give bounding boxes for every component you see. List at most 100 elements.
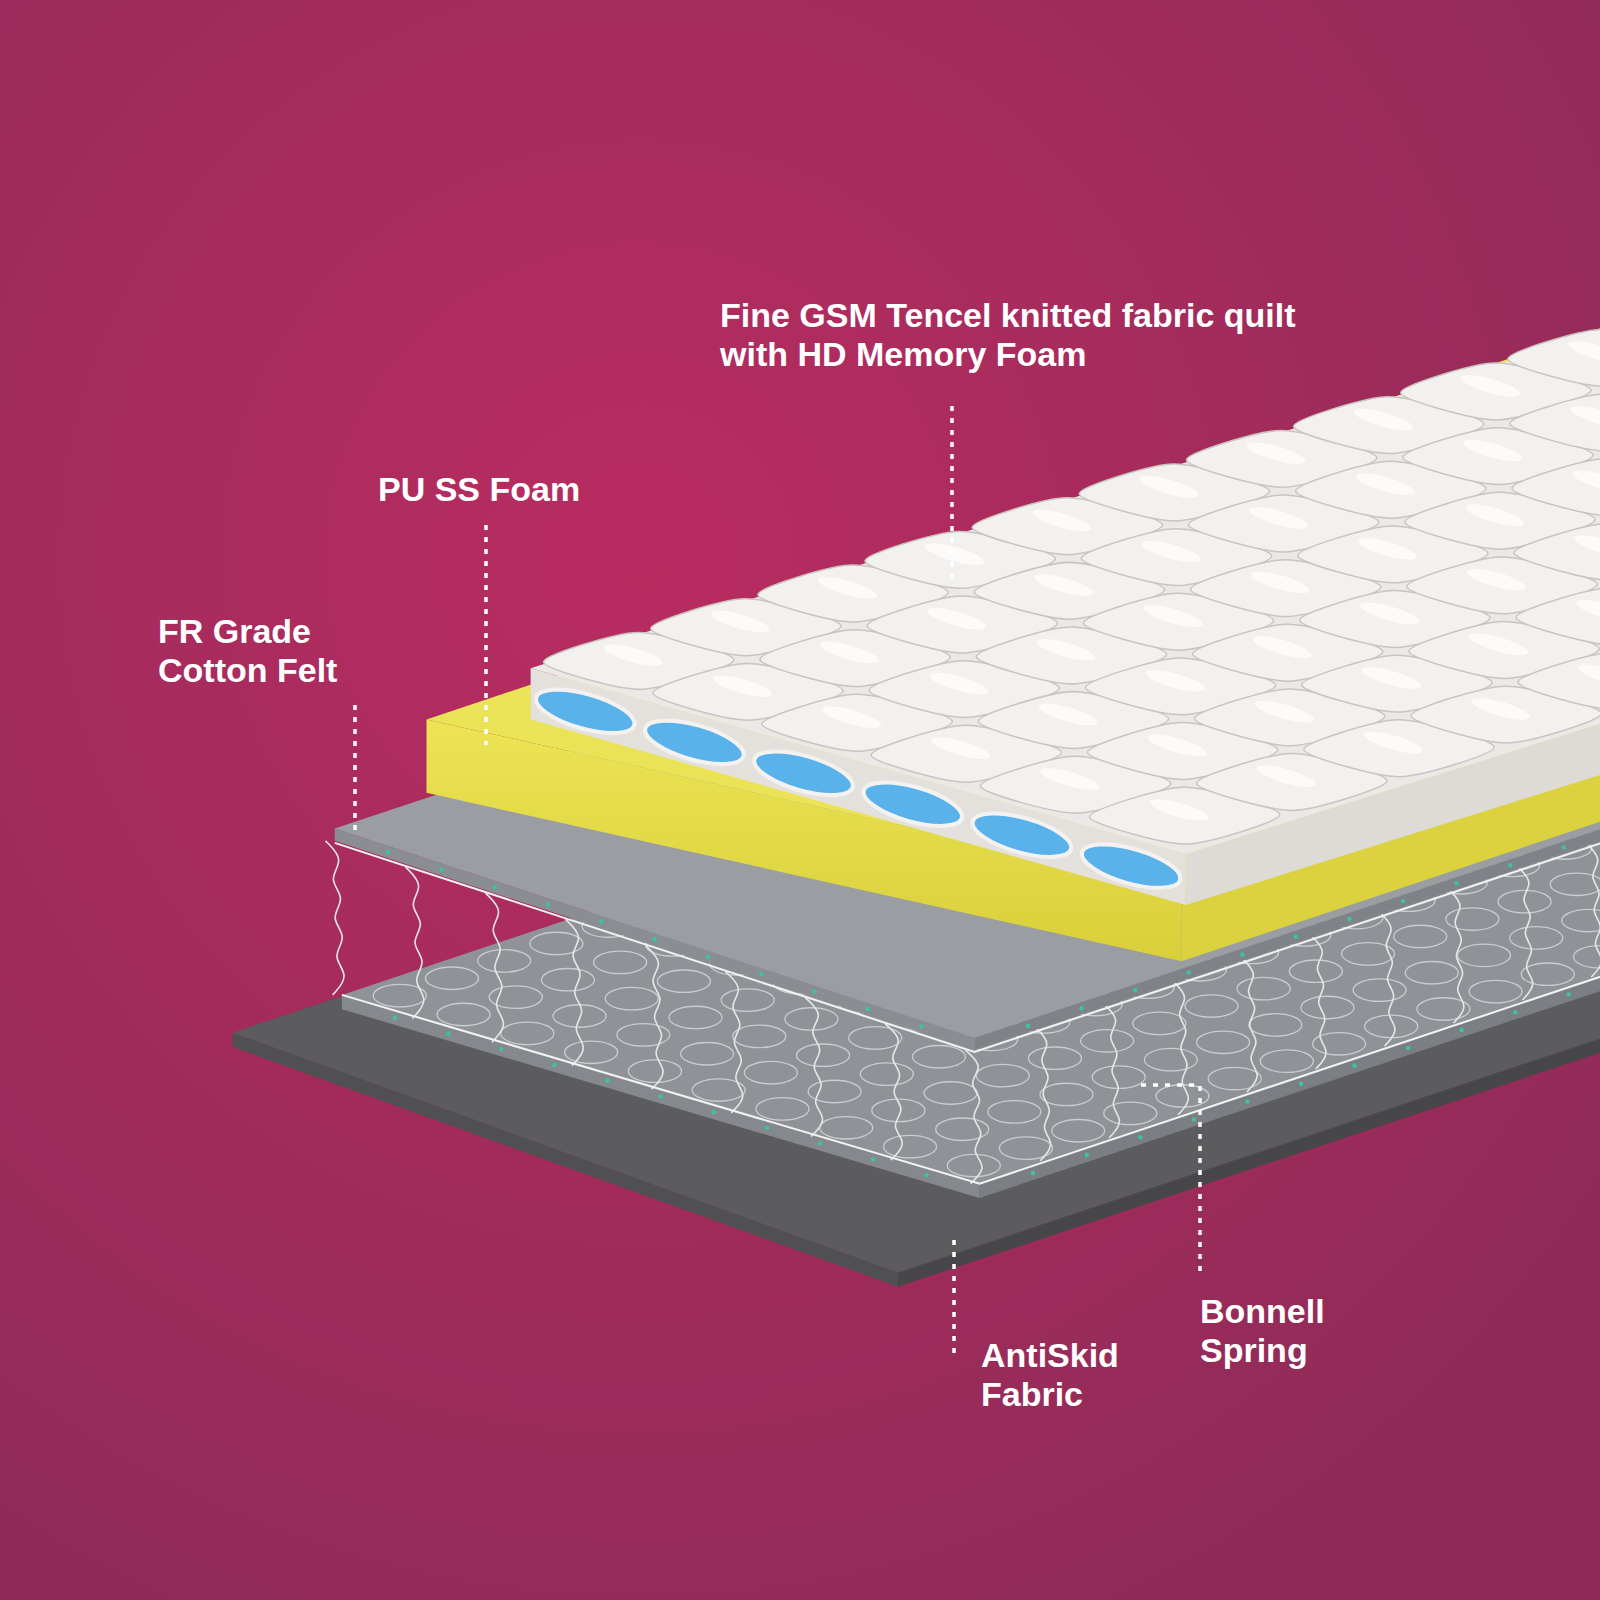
pillow-highlight: [816, 573, 879, 603]
stitch-dot: [1508, 863, 1512, 867]
stitch-dot: [924, 1173, 928, 1177]
spring-wire: [1380, 912, 1395, 1046]
spring-coil: [425, 967, 478, 989]
stitch-dot: [765, 1126, 769, 1130]
stitch-dot: [1026, 1024, 1030, 1028]
mattress-illustration: [233, 195, 1600, 1287]
stitch-dot: [1347, 917, 1351, 921]
pillow-highlight: [1459, 371, 1522, 401]
spring-coil: [1446, 908, 1499, 930]
pillow-highlight: [929, 733, 992, 763]
spring-coil: [530, 932, 583, 954]
spring-coil: [820, 1117, 873, 1139]
spring-coil: [744, 1061, 797, 1083]
stitch-dot: [1031, 1171, 1035, 1175]
memory-foam-core: [750, 743, 858, 804]
stitch-dot: [652, 937, 656, 941]
spring-coil: [947, 1154, 1000, 1176]
stitch-dot: [599, 920, 603, 924]
stitch-dot: [1513, 1010, 1517, 1014]
stitch-dot: [706, 954, 710, 958]
stitch-dot: [1406, 1046, 1410, 1050]
stitch-dot: [1245, 1099, 1249, 1103]
spring-coil: [1510, 927, 1563, 949]
spring-coil: [1197, 1031, 1250, 1053]
stitch-dot: [1562, 845, 1566, 849]
spring-wire: [1242, 958, 1257, 1092]
spring-coil: [1185, 995, 1238, 1017]
pillow-highlight: [923, 539, 986, 569]
stitch-dot: [1079, 1006, 1083, 1010]
spring-wire: [485, 893, 503, 1042]
pillow-highlight: [1576, 660, 1600, 690]
part-label: FR Grade Cotton Felt: [158, 612, 373, 690]
pillow-highlight: [1352, 404, 1415, 434]
memory-foam-core: [968, 805, 1076, 866]
side-face: [1182, 378, 1600, 962]
pillow-highlight: [1362, 727, 1425, 757]
spring-coil: [1133, 1012, 1186, 1034]
spring-coil: [1289, 960, 1342, 982]
spring-coil: [565, 1041, 618, 1063]
spring-coil: [1028, 1047, 1081, 1069]
pu-foam: [427, 209, 1600, 961]
stitch-dot: [1454, 881, 1458, 885]
pillow-highlight: [1033, 570, 1096, 600]
spring-wire: [645, 945, 663, 1089]
pillow-highlight: [1356, 534, 1419, 564]
stitch-dot: [599, 920, 603, 924]
spring-coil: [988, 1101, 1041, 1123]
pillow-highlight: [1146, 730, 1209, 760]
stitch-dot: [386, 850, 390, 854]
stitch-dot: [712, 1110, 716, 1114]
stitch-dot: [1138, 1135, 1142, 1139]
stitch-dot: [759, 972, 763, 976]
pillow-highlight: [818, 637, 881, 667]
pillow-highlight: [1037, 699, 1100, 729]
stitch-dot: [812, 989, 816, 993]
spring-coil: [849, 1027, 902, 1049]
spring-coil: [594, 951, 647, 973]
spring-coil: [860, 1063, 913, 1085]
pillow-highlight: [1568, 402, 1600, 432]
leader-line: [1141, 1085, 1200, 1272]
pillow-highlight: [1467, 629, 1530, 659]
spring-coil: [976, 1064, 1029, 1086]
spring-coil: [501, 1022, 554, 1044]
quilt-layer: [531, 195, 1600, 905]
pillow-highlight: [1463, 500, 1526, 530]
spring-coil: [437, 1003, 490, 1025]
stitch-dot: [1459, 1028, 1463, 1032]
stitch-dot: [492, 885, 496, 889]
stitch-dot: [393, 1016, 397, 1020]
stitch-dot: [1401, 899, 1405, 903]
spring-coil: [1353, 979, 1406, 1001]
spring-coil: [1237, 977, 1290, 999]
front-face: [531, 668, 1186, 905]
pillow-highlight: [1255, 761, 1318, 791]
pillow-highlight: [711, 671, 774, 701]
quilt-pillow: [1518, 653, 1600, 710]
pillow-highlight: [1138, 472, 1201, 502]
stitch-dot: [866, 1007, 870, 1011]
pillow-highlight: [1570, 466, 1600, 496]
spring-coil: [478, 950, 531, 972]
stitch-dot: [1133, 988, 1137, 992]
spring-coil: [1052, 1120, 1105, 1142]
pillow-highlight: [1574, 595, 1600, 625]
stitch-dot: [546, 902, 550, 906]
stitch-dot: [818, 1141, 822, 1145]
pillow-highlight: [1148, 795, 1211, 825]
leader-lines: [355, 406, 1200, 1357]
stitch-dot: [1192, 1117, 1196, 1121]
stitch-dot: [1352, 1064, 1356, 1068]
pillow-highlight: [1461, 435, 1524, 465]
pillow-highlight: [1030, 505, 1093, 535]
spring-wire: [405, 867, 423, 1019]
spring-coil: [721, 989, 774, 1011]
part-label: PU SS Foam: [378, 470, 678, 509]
stitch-dot: [1454, 881, 1458, 885]
stitch-dot: [1187, 970, 1191, 974]
stitch-dot: [386, 850, 390, 854]
